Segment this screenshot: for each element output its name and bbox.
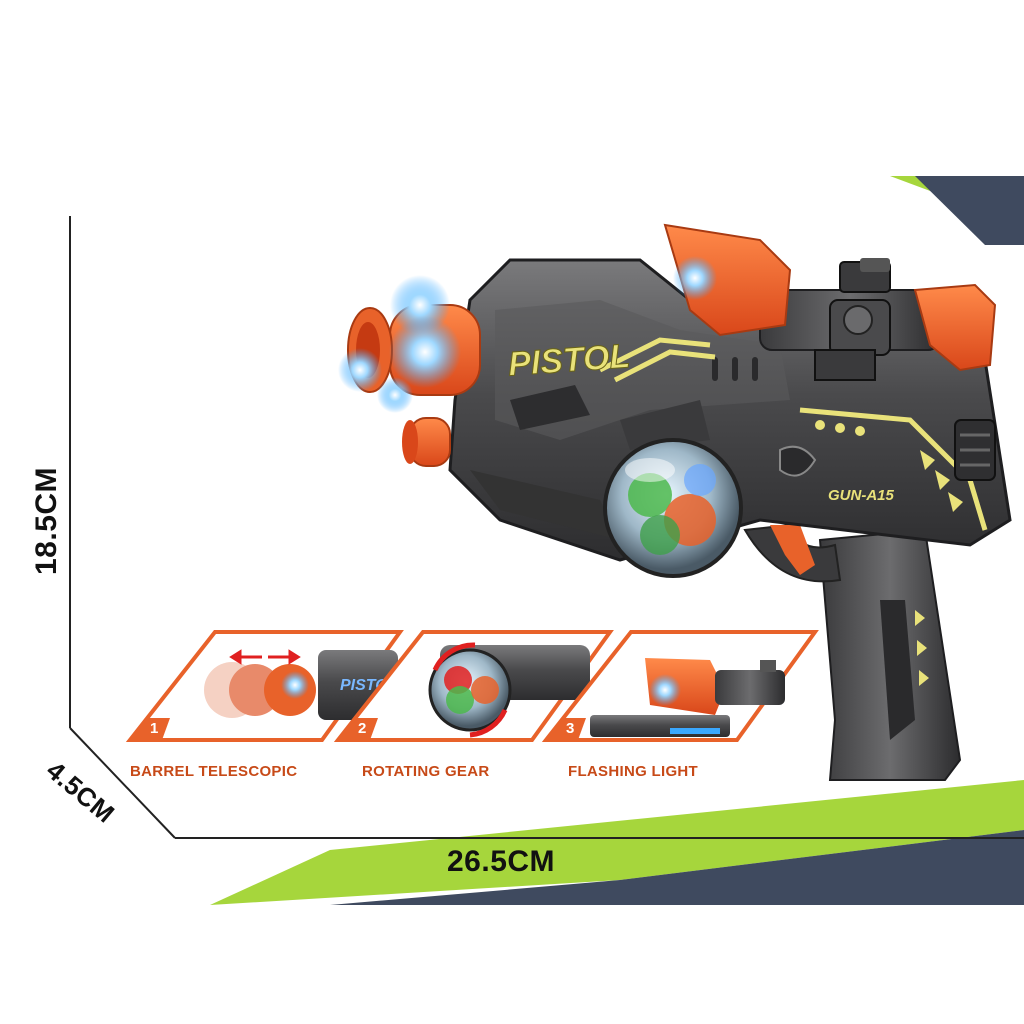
stripe-bottom-navy [330, 830, 1024, 905]
stripe-top-navy [915, 176, 1024, 245]
height-dimension-label: 18.5CM [30, 466, 63, 575]
rotating-gear-window [603, 438, 743, 578]
barrel [338, 275, 481, 467]
yellow-stripe-decoration [598, 337, 988, 531]
width-dimension-label: 26.5CM [447, 845, 556, 878]
feature-panel-1: PISTO [125, 630, 404, 742]
trigger [770, 525, 815, 575]
side-knob [954, 419, 996, 481]
feature-3-number: 3 [566, 720, 575, 737]
feature-3-label: FLASHING LIGHT [568, 763, 699, 780]
stripe-bottom-green [210, 780, 1024, 905]
toy-gun: PISTOL GUN-A15 [338, 223, 1012, 781]
background-stripes [210, 176, 1024, 905]
gun-model-text: GUN-A15 [828, 487, 895, 504]
feature-1-number: 1 [150, 720, 159, 737]
feature-2-number: 2 [358, 720, 367, 737]
gun-body-text: PISTOL [507, 337, 632, 383]
feature-panel-2 [333, 630, 614, 742]
feature-2-label: ROTATING GEAR [362, 763, 490, 780]
scope [663, 223, 997, 381]
dimension-lines [69, 216, 1024, 839]
feature-1-label: BARREL TELESCOPIC [130, 763, 298, 780]
feature-panel-3 [541, 630, 819, 742]
